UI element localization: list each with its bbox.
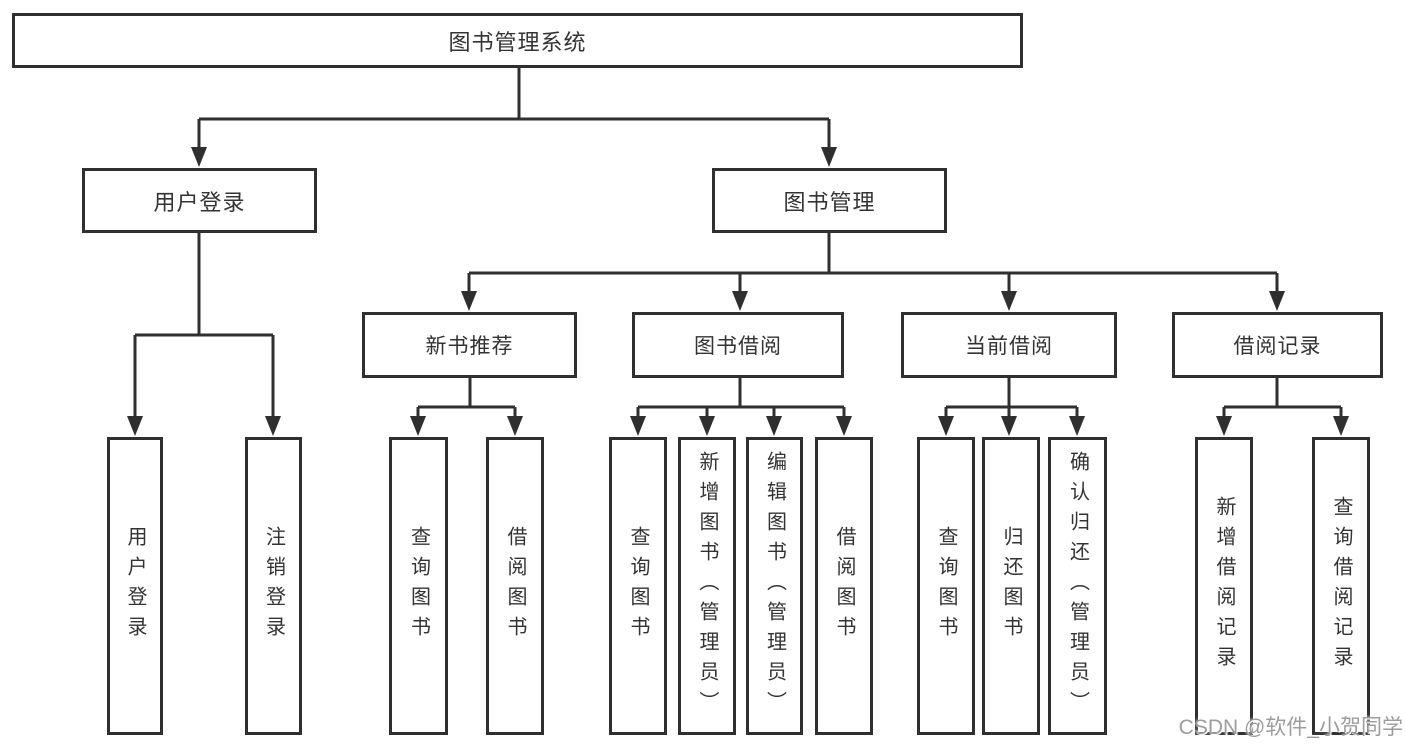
node-user-login: 用户登录: [82, 168, 317, 233]
leaf-logout-label: 注销登录: [262, 526, 285, 646]
arrowhead-icon: [766, 416, 782, 436]
arrowhead-icon: [699, 416, 715, 436]
arrowhead-icon: [461, 291, 477, 311]
leaf-add-book-admin-label: 新增图书（管理员）: [696, 451, 718, 721]
leaf-add-book-admin: 新增图书（管理员）: [678, 437, 736, 735]
leaf-return-books: 归还图书: [982, 437, 1040, 735]
node-new-book-recommend-label: 新书推荐: [425, 335, 514, 358]
arrowhead-icon: [821, 147, 837, 167]
arrowhead-icon: [1333, 416, 1349, 436]
arrowhead-icon: [1001, 291, 1017, 311]
leaf-edit-book-admin-label: 编辑图书（管理员）: [763, 451, 786, 721]
node-borrowing-records-label: 借阅记录: [1233, 335, 1322, 358]
node-library-system-label: 图书管理系统: [448, 29, 587, 55]
leaf-user-login-label: 用户登录: [124, 526, 146, 646]
arrowhead-icon: [1216, 416, 1232, 436]
leaf-recommend-borrow-books-label: 借阅图书: [504, 526, 526, 646]
leaf-user-login: 用户登录: [107, 437, 163, 735]
leaf-recommend-borrow-books: 借阅图书: [486, 437, 544, 735]
node-user-login-label: 用户登录: [153, 189, 246, 215]
arrowhead-icon: [1001, 416, 1017, 436]
arrowhead-icon: [410, 416, 426, 436]
leaf-logout: 注销登录: [245, 437, 302, 735]
leaf-query-borrow-record-label: 查询借阅记录: [1330, 496, 1352, 676]
arrowhead-icon: [938, 416, 954, 436]
leaf-current-query-books: 查询图书: [917, 437, 975, 735]
leaf-confirm-return-admin-label: 确认归还（管理员）: [1066, 451, 1089, 721]
arrowhead-icon: [127, 416, 143, 436]
leaf-recommend-query-books-label: 查询图书: [407, 526, 430, 646]
leaf-borrowing-query-books-label: 查询图书: [627, 526, 649, 646]
node-current-borrowing-label: 当前借阅: [965, 335, 1053, 358]
arrowhead-icon: [732, 291, 748, 311]
node-current-borrowing: 当前借阅: [901, 312, 1117, 378]
leaf-add-borrow-record-label: 新增借阅记录: [1213, 496, 1235, 676]
node-book-management-label: 图书管理: [783, 189, 876, 215]
leaf-confirm-return-admin: 确认归还（管理员）: [1048, 437, 1107, 735]
leaf-recommend-query-books: 查询图书: [389, 437, 448, 735]
arrowhead-icon: [1069, 416, 1085, 436]
node-book-management: 图书管理: [712, 168, 947, 233]
leaf-borrowing-query-books: 查询图书: [609, 437, 667, 735]
leaf-borrowing-borrow-books-label: 借阅图书: [833, 526, 855, 646]
leaf-return-books-label: 归还图书: [1000, 526, 1022, 646]
leaf-current-query-books-label: 查询图书: [935, 526, 957, 646]
arrowhead-icon: [836, 416, 852, 436]
arrowhead-icon: [191, 147, 207, 167]
node-book-borrowing-label: 图书借阅: [694, 335, 782, 358]
node-new-book-recommend: 新书推荐: [362, 312, 577, 378]
csdn-watermark: CSDN @软件_小贺同学: [1178, 716, 1403, 739]
arrowhead-icon: [265, 416, 281, 436]
node-book-borrowing: 图书借阅: [632, 312, 844, 378]
node-borrowing-records: 借阅记录: [1172, 312, 1383, 378]
arrowhead-icon: [630, 416, 646, 436]
arrowhead-icon: [1269, 291, 1285, 311]
leaf-query-borrow-record: 查询借阅记录: [1312, 437, 1370, 735]
leaf-edit-book-admin: 编辑图书（管理员）: [746, 437, 803, 735]
arrowhead-icon: [507, 416, 523, 436]
node-library-system: 图书管理系统: [12, 13, 1023, 68]
leaf-add-borrow-record: 新增借阅记录: [1195, 437, 1253, 735]
leaf-borrowing-borrow-books: 借阅图书: [815, 437, 873, 735]
